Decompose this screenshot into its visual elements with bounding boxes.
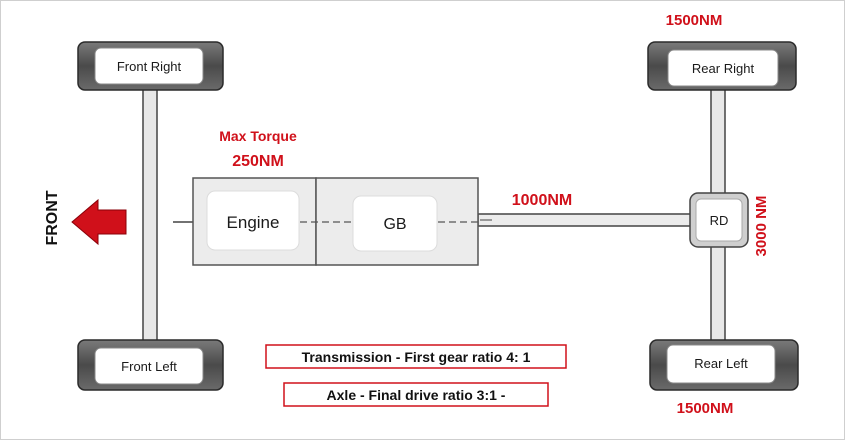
gearbox-label: GB [383, 216, 406, 233]
max-torque-title: Max Torque [219, 128, 297, 144]
axle-note-box [283, 382, 549, 407]
front-left-label: Front Left [121, 359, 177, 374]
propeller-shaft [477, 213, 692, 227]
rear-diff-torque: 3000 NM [753, 196, 770, 257]
gearbox-output-torque: 1000NM [512, 192, 572, 209]
front-right-label-panel [94, 47, 204, 85]
front-arrow-icon [71, 198, 127, 246]
rear-left-label-panel [666, 344, 776, 384]
transmission-note-box [265, 344, 567, 369]
front-right-label: Front Right [117, 59, 182, 74]
rear-left-torque: 1500NM [677, 400, 734, 417]
engine-label-panel [206, 190, 300, 251]
front-axle-shaft [142, 87, 158, 344]
gearbox-label-panel [352, 195, 438, 252]
rear-right-label-panel [667, 49, 779, 87]
rear-left-label: Rear Left [694, 356, 748, 371]
axle-note: Axle - Final drive ratio 3:1 - [327, 387, 506, 403]
rear-right-label: Rear Right [692, 61, 755, 76]
rear-diff-label: RD [710, 213, 729, 228]
transmission-note: Transmission - First gear ratio 4: 1 [302, 349, 531, 365]
max-torque-value: 250NM [232, 153, 284, 170]
rear-diff-label-panel [695, 198, 743, 242]
rear-right-torque: 1500NM [666, 12, 723, 29]
engine-label: Engine [227, 213, 280, 232]
front-left-label-panel [94, 347, 204, 385]
front-direction-label: FRONT [44, 190, 61, 245]
